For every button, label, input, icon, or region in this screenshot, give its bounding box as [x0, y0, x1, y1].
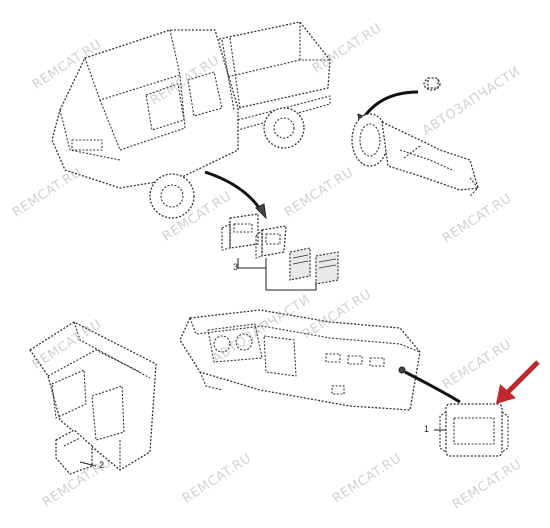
- callout-1: 1: [424, 424, 430, 434]
- dashboard-leader-arrow: [404, 370, 461, 404]
- ignition-body: [381, 121, 479, 191]
- instrument-cluster: [207, 323, 263, 363]
- module-1: [434, 360, 540, 457]
- callout-2: 2: [99, 460, 105, 470]
- truck-illustration: [51, 21, 331, 220]
- switch-bezel: [229, 213, 259, 249]
- highlight-arrow: [506, 360, 540, 394]
- truck-cab: [51, 29, 239, 189]
- truck-rear-wheel: [263, 107, 305, 149]
- callout-3: 3: [233, 262, 239, 272]
- callout-3-bracket: [237, 258, 317, 291]
- truck-front-wheel: [149, 173, 195, 219]
- highlight-arrow-head: [496, 384, 516, 404]
- truck-door-window: [145, 83, 185, 131]
- ignition-assembly: [351, 77, 479, 197]
- switch-module-group: [221, 213, 339, 291]
- bracket-assembly: [29, 321, 157, 475]
- callout-2-leader: [79, 461, 97, 467]
- dashboard-illustration: [179, 309, 461, 411]
